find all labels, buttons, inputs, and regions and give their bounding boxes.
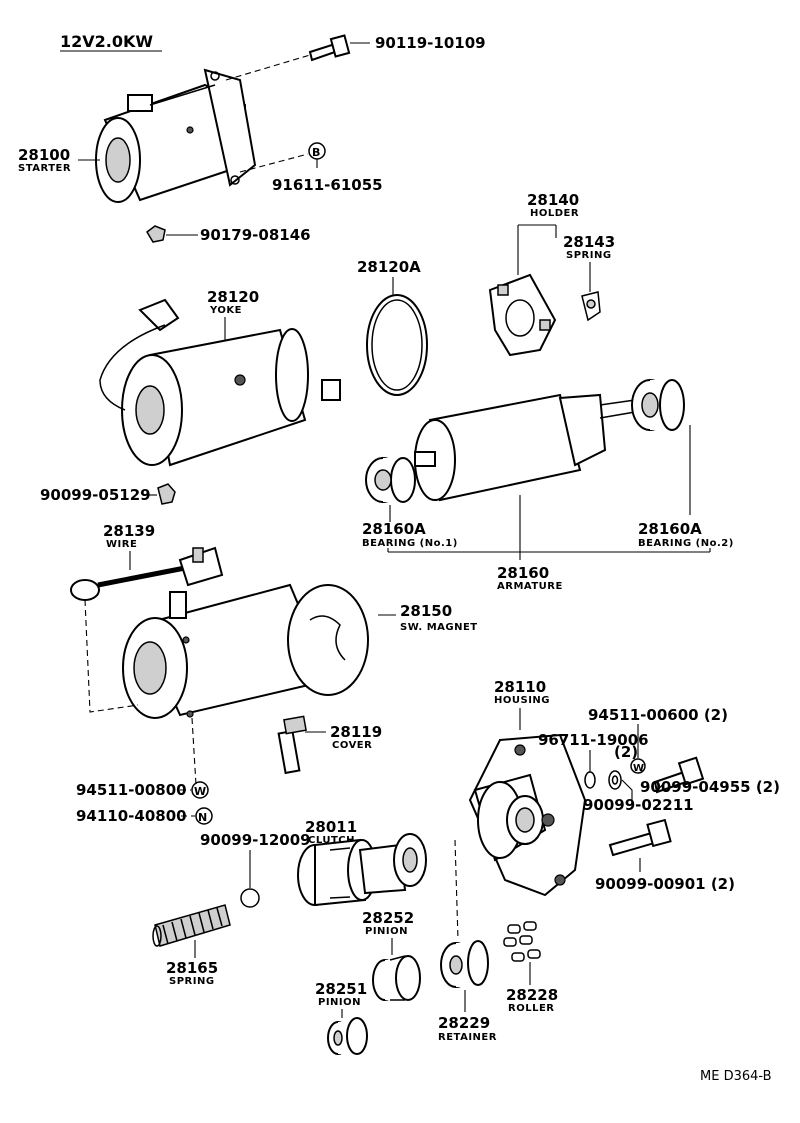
housing-drawing[interactable] <box>468 733 587 897</box>
washer-w-drawing[interactable] <box>191 781 209 799</box>
starter-drawing[interactable] <box>95 68 257 203</box>
yoke-name: YOKE <box>209 305 242 316</box>
nut-c-drawing[interactable] <box>146 225 166 243</box>
cover-number: 28119 <box>330 723 382 741</box>
holder-name: HOLDER <box>530 208 579 219</box>
pinion2-name: PINION <box>318 997 361 1008</box>
wire-number: 28139 <box>103 522 155 540</box>
dashed-wire-magnet <box>84 599 139 713</box>
housing-name: HOUSING <box>494 695 550 706</box>
retainer-drawing[interactable] <box>440 940 489 988</box>
armature-name: ARMATURE <box>497 581 563 592</box>
oring2-drawing[interactable] <box>584 771 596 789</box>
nut-n-symbol: N <box>198 811 207 824</box>
spring-big-drawing[interactable] <box>152 904 231 947</box>
starter-name: STARTER <box>18 163 71 174</box>
bearing2-drawing[interactable] <box>631 379 685 431</box>
magnet-drawing[interactable] <box>122 583 369 719</box>
dashed-nut-b <box>239 153 309 173</box>
ball-drawing[interactable] <box>240 888 260 908</box>
washer-w2-symbol: W <box>633 763 644 774</box>
spring-holder-name: SPRING <box>566 250 612 261</box>
roller-number: 28228 <box>506 986 558 1004</box>
cover-drawing[interactable] <box>277 715 307 775</box>
dashed-magnet-washer <box>191 717 197 786</box>
bearing2-number: 28160A <box>638 520 702 538</box>
nut-c-number: 90179-08146 <box>200 226 311 244</box>
clutch-number: 28011 <box>305 818 357 836</box>
magnet-number: 28150 <box>400 602 452 620</box>
oring2-number: 96711-19006 <box>538 731 649 749</box>
holder-drawing[interactable] <box>488 273 557 357</box>
pinion1-number: 28252 <box>362 909 414 927</box>
washer-w2-drawing[interactable] <box>630 758 646 774</box>
yoke-number: 28120 <box>207 288 259 306</box>
bolt-e-drawing[interactable] <box>653 756 705 794</box>
nut-b-symbol: B <box>312 146 320 159</box>
pinion1-name: PINION <box>365 926 408 937</box>
roller-name: ROLLER <box>508 1003 554 1014</box>
spring-big-number: 28165 <box>166 959 218 977</box>
wire-drawing[interactable] <box>70 546 224 601</box>
bolt-e-number: 90099-04955 (2) <box>640 778 780 796</box>
oring2-qty: (2) <box>614 743 638 761</box>
bearing1-number: 28160A <box>362 520 426 538</box>
oring-number: 28120A <box>357 258 421 276</box>
nut-d-drawing[interactable] <box>157 483 176 505</box>
dashed-bolt-a <box>225 54 311 81</box>
starter-number: 28100 <box>18 146 70 164</box>
nut-n-number: 94110-40800 <box>76 807 187 825</box>
washer-w-number: 94511-00800 <box>76 781 187 799</box>
ball-number: 90099-12009 <box>200 831 311 849</box>
clutch-name: CLUTCH <box>308 835 355 846</box>
dashed-housing-retainer <box>454 839 459 941</box>
spring-big-name: SPRING <box>169 976 215 987</box>
cover-name: COVER <box>332 740 372 751</box>
holder-number: 28140 <box>527 191 579 209</box>
magnet-name: SW. MAGNET <box>400 622 478 633</box>
spec-label: 12V2.0KW <box>60 32 153 51</box>
nut-d-number: 90099-05129 <box>40 486 151 504</box>
pinion1-drawing[interactable] <box>372 955 421 1001</box>
bolt-f-drawing[interactable] <box>608 818 672 857</box>
bolt-a-number: 90119-10109 <box>375 34 486 52</box>
leader-washer-e <box>621 779 633 800</box>
nut-b-number: 91611-61055 <box>272 176 383 194</box>
washer-e-number: 90099-02211 <box>583 796 694 814</box>
pinion2-number: 28251 <box>315 980 367 998</box>
bolt-a-drawing[interactable] <box>308 34 351 62</box>
retainer-number: 28229 <box>438 1014 490 1032</box>
nut-n-drawing[interactable] <box>195 807 213 825</box>
washer-e-drawing[interactable] <box>608 770 622 790</box>
roller-drawing[interactable] <box>503 921 541 962</box>
retainer-name: RETAINER <box>438 1032 497 1043</box>
diagram-code: ME D364-B <box>700 1069 772 1084</box>
armature-drawing[interactable] <box>414 393 636 502</box>
yoke-drawing[interactable] <box>99 298 341 467</box>
bearing1-drawing[interactable] <box>365 457 416 503</box>
bolt-f-number: 90099-00901 (2) <box>595 875 735 893</box>
pinion2-drawing[interactable] <box>327 1017 368 1055</box>
oring-drawing[interactable] <box>366 294 428 396</box>
housing-number: 28110 <box>494 678 546 696</box>
bearing1-name: BEARING (No.1) <box>362 538 458 549</box>
bearing2-name: BEARING (No.2) <box>638 538 734 549</box>
washer-w2-number: 94511-00600 (2) <box>588 706 728 724</box>
spring-holder-drawing[interactable] <box>581 291 601 322</box>
washer-w-symbol: W <box>194 785 206 798</box>
armature-number: 28160 <box>497 564 549 582</box>
spring-holder-number: 28143 <box>563 233 615 251</box>
wire-name: WIRE <box>106 539 137 550</box>
clutch-drawing[interactable] <box>297 833 427 907</box>
